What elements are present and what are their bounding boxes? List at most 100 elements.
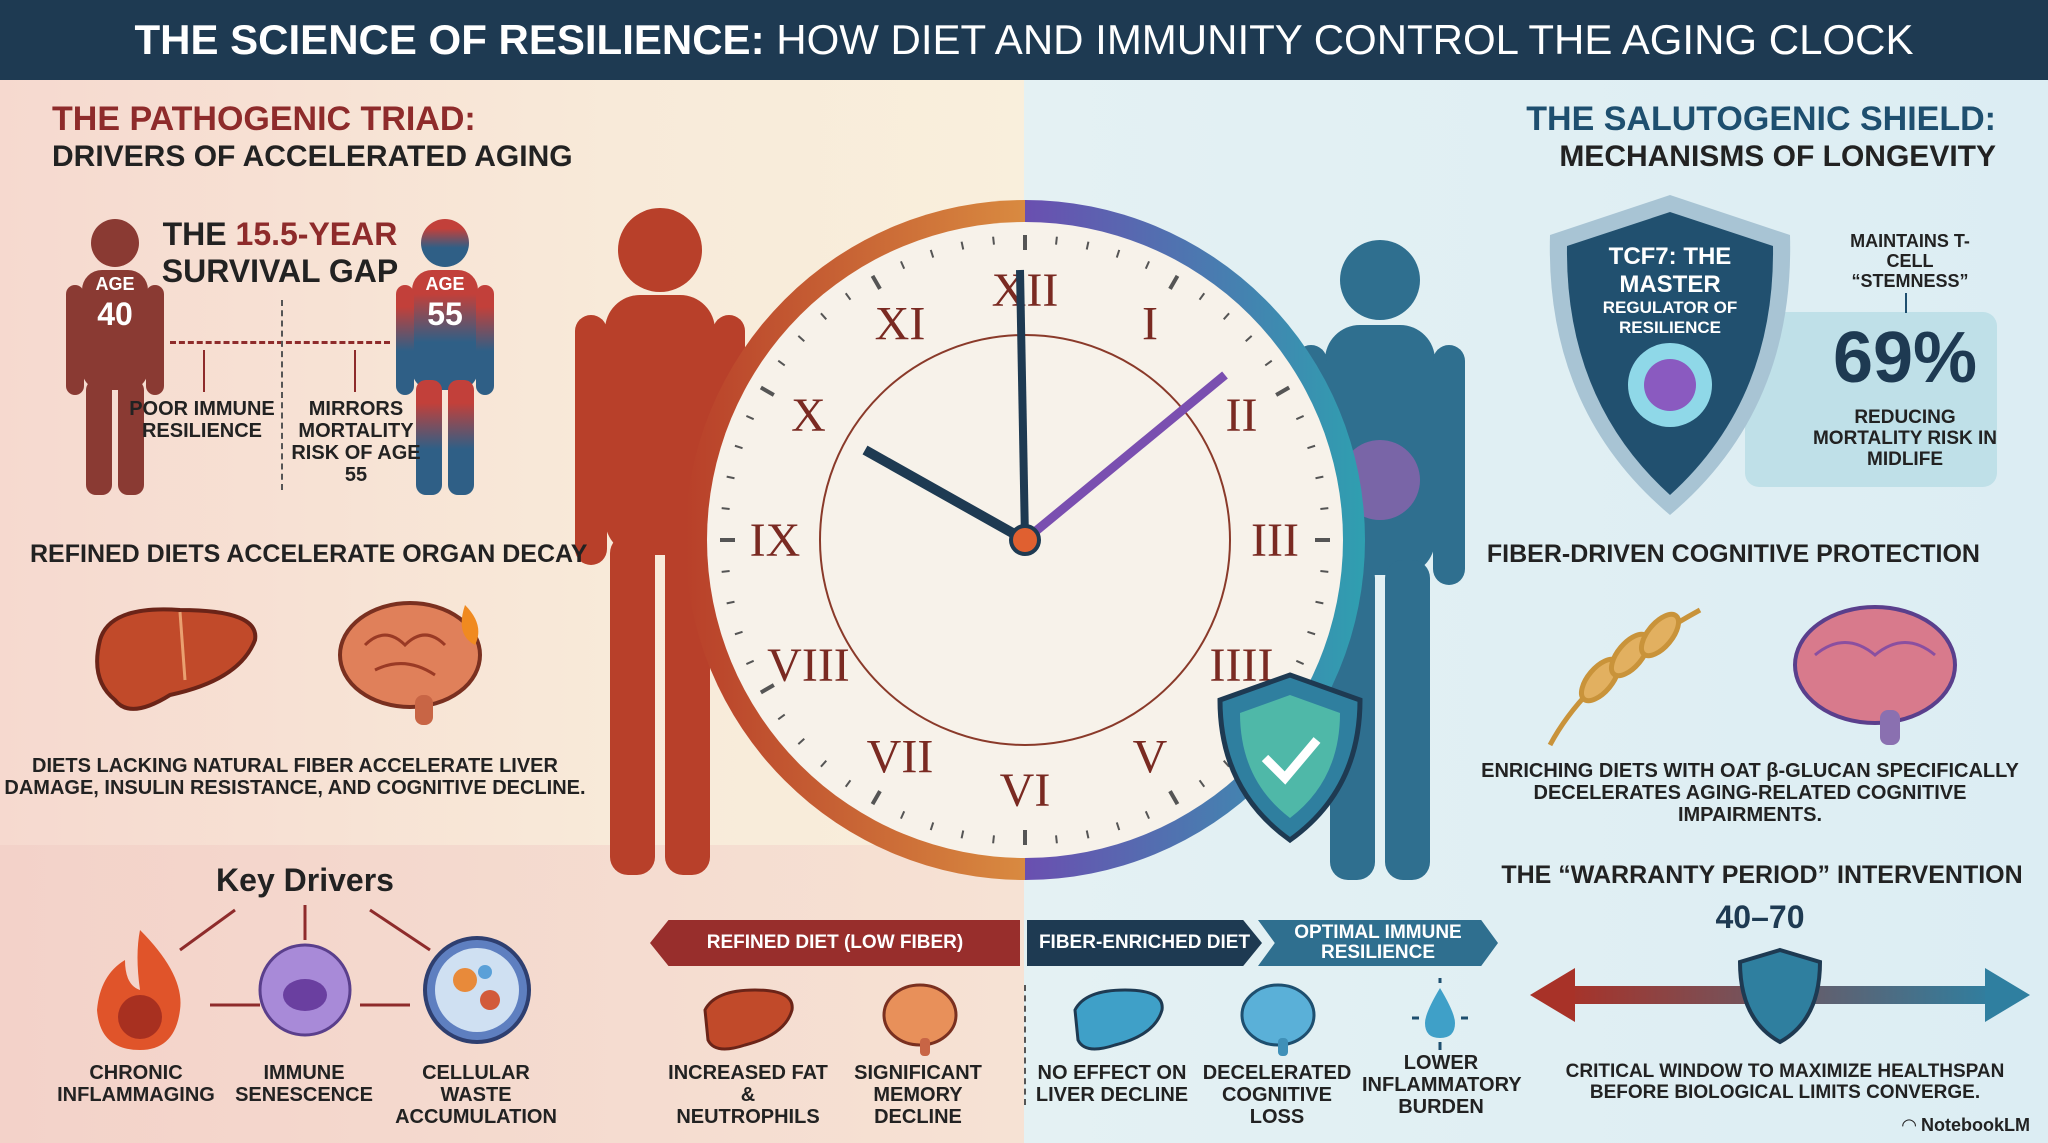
protected-brain-icon	[1240, 983, 1316, 1056]
tcf7-shield	[1549, 195, 1791, 515]
liver-icon	[95, 607, 258, 711]
clock-numeral: IX	[750, 514, 801, 567]
clock-tick	[777, 713, 786, 721]
organ-heading: REFINED DIETS ACCELERATE ORGAN DECAY	[30, 540, 588, 568]
clock-tick	[1222, 312, 1230, 320]
clock-numeral: III	[1251, 514, 1299, 567]
water-drop-icon	[1412, 978, 1468, 1050]
clock-tick	[759, 385, 775, 397]
note-poor-immune: POOR IMMUNE RESILIENCE	[129, 398, 275, 442]
key-drivers-connectors	[179, 905, 431, 1007]
healthy-liver-icon	[1073, 988, 1164, 1051]
stat-box	[1745, 312, 1997, 487]
comparison-label: DECELERATED COGNITIVE LOSS	[1202, 1062, 1352, 1128]
clock-tick	[992, 835, 995, 844]
clock-tick	[960, 830, 965, 839]
hour-hand	[862, 445, 1028, 545]
clock-tick	[929, 822, 935, 831]
refined-diet-banner: REFINED DIET (LOW FIBER)	[650, 920, 1020, 966]
clock-tick	[900, 810, 906, 820]
left-heading: THE PATHOGENIC TRIAD:	[52, 100, 476, 138]
minute-hand	[1016, 269, 1029, 541]
fiber-heading: FIBER-DRIVEN COGNITIVE PROTECTION	[1486, 540, 1980, 568]
clock-tick	[1198, 779, 1206, 788]
clock-tick	[1144, 260, 1150, 270]
clock-tick	[1168, 790, 1180, 806]
clock-tick	[797, 335, 805, 343]
clock-numeral: I	[1142, 297, 1158, 350]
key-driver-label: CHRONIC INFLAMMAGING	[57, 1062, 215, 1106]
clock-tick	[870, 274, 882, 290]
clock-tick	[1222, 760, 1230, 768]
clock-tick	[1245, 335, 1253, 343]
right-heading: THE SALUTOGENIC SHIELD:	[1526, 100, 1996, 138]
arrow-down-icon	[1905, 293, 1907, 313]
stat-caption-bottom: REDUCING MORTALITY RISK IN MIDLIFE	[1812, 407, 1998, 470]
page-title: THE SCIENCE OF RESILIENCE: HOW DIET AND …	[0, 0, 2048, 80]
clock-tick	[1055, 835, 1058, 844]
key-driver-label: CELLULAR WASTE ACCUMULATION	[395, 1062, 557, 1128]
clock-tick	[1307, 444, 1316, 450]
clock-numeral: XI	[875, 297, 926, 350]
clock-numeral: VI	[1000, 764, 1051, 817]
clock-numeral: X	[791, 389, 826, 442]
clock-tick	[1264, 359, 1273, 367]
key-driver-label: IMMUNE SENESCENCE	[235, 1062, 373, 1106]
second-hand	[1022, 371, 1228, 544]
clock-tick	[1198, 292, 1206, 301]
clock-tick	[759, 683, 775, 695]
key-drivers-title: Key Drivers	[216, 862, 394, 898]
comparison-label: INCREASED FAT & NEUTROPHILS	[668, 1062, 828, 1128]
organ-text: DIETS LACKING NATURAL FIBER ACCELERATE L…	[4, 755, 586, 799]
clock-tick	[844, 292, 852, 301]
check-shield-icon	[1217, 672, 1363, 844]
age-40: 40	[97, 296, 133, 332]
warranty-timeline-arrow	[1530, 947, 2030, 1045]
cell-waste-icon	[423, 936, 531, 1044]
clock-tick	[726, 475, 735, 480]
clock-tick	[1315, 600, 1324, 605]
brain-on-fire-icon	[338, 601, 482, 725]
clock-tick	[1275, 385, 1291, 397]
clock-numeral: VIII	[767, 639, 850, 692]
declining-brain-icon	[882, 983, 958, 1056]
clock-tick	[797, 737, 805, 745]
person-age-40-icon	[66, 219, 164, 495]
warranty-range: 40–70	[1715, 899, 1805, 935]
warranty-title: THE “WARRANTY PERIOD” INTERVENTION	[1501, 861, 2023, 889]
clock-tick	[745, 659, 755, 665]
fire-icon	[97, 930, 181, 1050]
oat-wheat-icon	[1547, 607, 1702, 747]
age-55: 55	[427, 296, 463, 332]
clock-tick	[992, 236, 995, 245]
divider	[281, 300, 283, 490]
clock-tick	[1295, 415, 1305, 421]
fiber-text: ENRICHING DIETS WITH OAT β-GLUCAN SPECIF…	[1481, 760, 2019, 826]
clock-tick	[1115, 249, 1121, 258]
clock-tick	[1144, 810, 1150, 820]
clock-tick	[1295, 659, 1305, 665]
clock-tick	[1085, 830, 1090, 839]
clock-tick	[721, 570, 730, 573]
brain-protected-icon	[1793, 605, 1957, 745]
clock-tick	[1168, 274, 1180, 290]
stat-caption-top: MAINTAINS T-CELL “STEMNESS”	[1850, 231, 1970, 291]
clock-tick	[870, 790, 882, 806]
clock-tick	[1315, 475, 1324, 480]
fatty-liver-icon	[703, 988, 794, 1051]
clock-tick	[1055, 236, 1058, 245]
clock-tick	[777, 359, 786, 367]
divider	[170, 341, 390, 344]
clock-tick	[721, 507, 730, 510]
right-subheading: MECHANISMS OF LONGEVITY	[1559, 140, 1996, 173]
clock-tick	[734, 444, 743, 450]
comparison-label: SIGNIFICANT MEMORY DECLINE	[854, 1062, 982, 1128]
clock-tick	[726, 600, 735, 605]
comparison-label: LOWER INFLAMMATORY BURDEN	[1362, 1052, 1522, 1118]
clock-numeral: XII	[992, 264, 1059, 317]
left-subheading: DRIVERS OF ACCELERATED AGING	[52, 140, 573, 173]
